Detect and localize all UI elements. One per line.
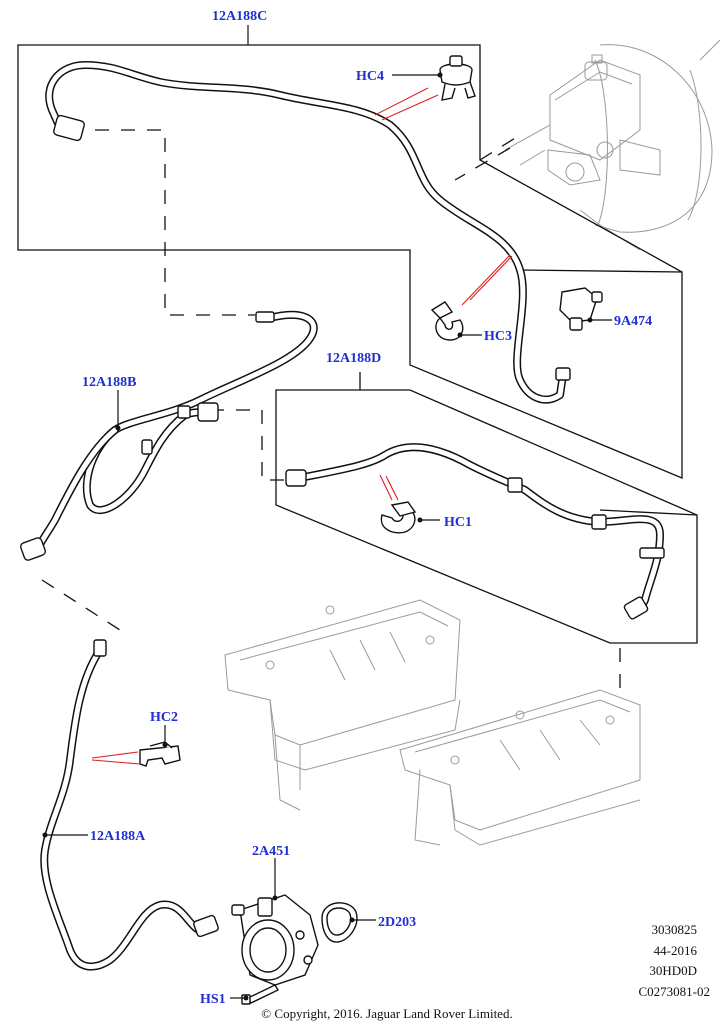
hose-12A188A	[40, 639, 219, 971]
callout-2D203[interactable]: 2D203	[378, 915, 416, 930]
callout-hc1[interactable]: HC1	[444, 515, 472, 530]
frame-12A188C	[17, 25, 683, 479]
hc4-clip	[439, 55, 476, 101]
red-leaders	[91, 87, 513, 765]
hose-12A188B	[20, 310, 318, 561]
vacuum-pump-2A451	[231, 894, 319, 986]
reference-block: 3030825 44-2016 30HD0D C0273081-02	[639, 922, 711, 999]
frame-12A188D	[275, 372, 698, 644]
callout-12A188A[interactable]: 12A188A	[90, 829, 146, 844]
callout-12A188B[interactable]: 12A188B	[82, 375, 136, 390]
oil-sump-ghost	[224, 599, 641, 846]
callout-leaders	[42, 72, 612, 1001]
callout-2A451[interactable]: 2A451	[252, 844, 290, 859]
callout-12A188D[interactable]: 12A188D	[326, 351, 381, 366]
callout-hc4[interactable]: HC4	[356, 69, 384, 84]
callout-hs1[interactable]: HS1	[200, 992, 226, 1007]
callout-hc2[interactable]: HC2	[150, 710, 178, 725]
valve-9A474	[559, 287, 603, 331]
reference-line-1: 3030825	[652, 922, 698, 937]
reference-line-3: 30HD0D	[649, 963, 697, 978]
callout-12A188C[interactable]: 12A188C	[212, 9, 267, 24]
callout-hc3[interactable]: HC3	[484, 329, 512, 344]
reference-line-4: C0273081-02	[639, 984, 711, 999]
hc3-clip	[430, 301, 464, 341]
copyright-notice: © Copyright, 2016. Jaguar Land Rover Lim…	[261, 1006, 512, 1021]
dashed-connectors	[41, 129, 621, 700]
hose-12A188D	[285, 443, 665, 620]
hc2-clip	[139, 741, 181, 767]
gasket-2D203	[321, 902, 358, 943]
hose-12A188C	[45, 61, 571, 404]
callout-9A474[interactable]: 9A474	[614, 314, 652, 329]
reference-line-2: 44-2016	[654, 943, 698, 958]
bolt-HS1	[241, 984, 279, 1005]
brake-booster-ghost	[504, 39, 721, 251]
hc1-clip	[380, 501, 417, 534]
